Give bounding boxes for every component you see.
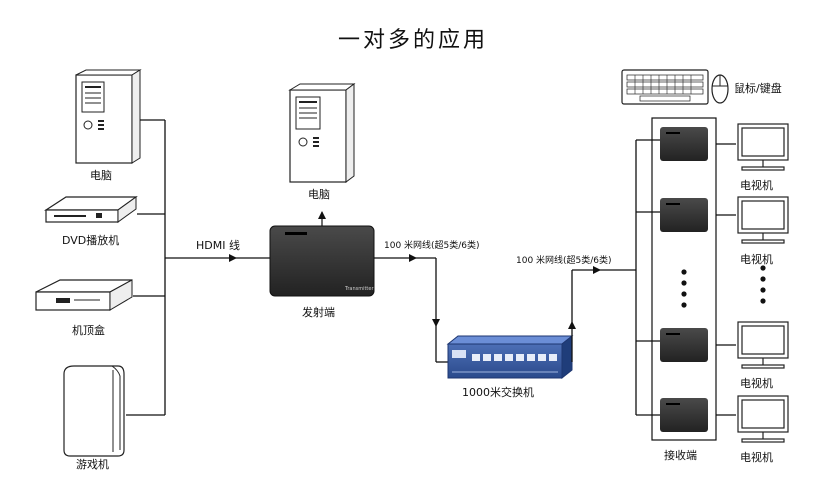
keyboard-icon [621, 69, 709, 105]
source-stb-icon [35, 279, 133, 311]
tv-icon [737, 321, 789, 369]
source-dvd-icon [43, 196, 138, 223]
label-cable-2: 100 米网线(超5类/6类) [516, 256, 612, 266]
label-source-pc: 电脑 [90, 169, 112, 182]
label-tv: 电视机 [740, 451, 773, 464]
top-pc-icon [288, 83, 356, 183]
source-bus-lines [126, 119, 270, 416]
receiver-device [660, 398, 708, 432]
tx-to-switch-line [374, 254, 448, 363]
diagram-title: 一对多的应用 [337, 28, 488, 53]
switch-device [446, 334, 574, 380]
receiver-device [660, 198, 708, 232]
receiver-frame [651, 117, 717, 441]
label-hdmi: HDMI 线 [196, 239, 240, 252]
label-source-stb: 机顶盒 [72, 324, 105, 337]
label-peripheral: 鼠标/键盘 [734, 82, 782, 95]
tv-dots [760, 265, 766, 304]
transmitter-text: Transmitter [344, 286, 374, 292]
source-pc-icon [75, 69, 142, 164]
tv-icon [737, 196, 789, 244]
label-switch: 1000米交换机 [462, 386, 534, 399]
receiver-device [660, 328, 708, 362]
label-transmitter: 发射端 [302, 306, 335, 319]
transmitter-device: Transmitter [269, 225, 375, 297]
label-cable-1: 100 米网线(超5类/6类) [384, 241, 480, 251]
tv-icon [737, 395, 789, 443]
switch-to-rx-line [568, 139, 660, 416]
label-tv: 电视机 [740, 253, 773, 266]
tv-icon [737, 123, 789, 171]
label-source-console: 游戏机 [76, 458, 109, 471]
rx-to-tv-lines [716, 143, 736, 416]
receiver-device [660, 127, 708, 161]
mouse-icon [711, 74, 729, 104]
label-receiver: 接收端 [664, 449, 697, 462]
label-source-dvd: DVD播放机 [62, 234, 120, 247]
label-top-pc: 电脑 [308, 188, 330, 201]
receiver-dots [681, 269, 687, 308]
label-tv: 电视机 [740, 377, 773, 390]
source-console-icon [63, 365, 125, 457]
label-tv: 电视机 [740, 179, 773, 192]
